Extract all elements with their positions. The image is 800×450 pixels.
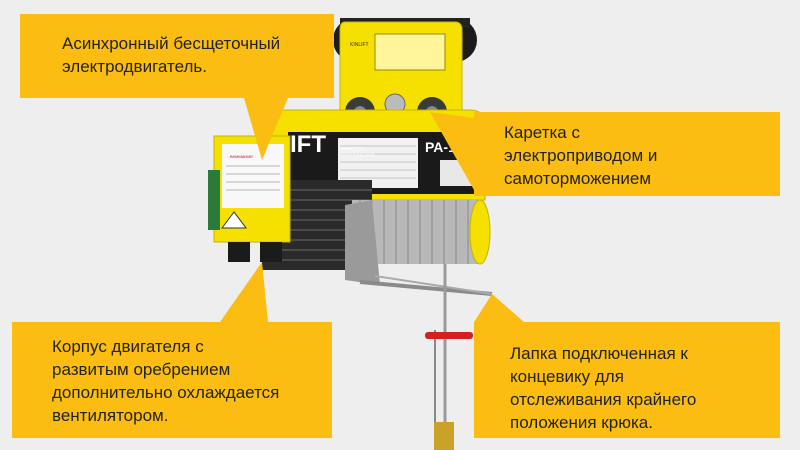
svg-text:KINLIFT: KINLIFT — [350, 42, 369, 48]
callout-carriage-line-2: электроприводом и — [504, 146, 658, 165]
callout-limit-line-2: концевику для — [510, 367, 624, 386]
callout-housing-line-2: развитым оребрением — [52, 360, 231, 379]
limit-lever — [359, 275, 493, 296]
callout-housing-line-3: дополнительно охлаждается — [52, 383, 280, 402]
callout-housing: Корпус двигателя с развитым оребрением д… — [12, 322, 332, 438]
callout-carriage-line-3: самоторможением — [504, 169, 652, 188]
cable-drum — [345, 199, 491, 285]
subtitle-line-1: МИНИ-ТАЛЬ — [340, 146, 364, 151]
callout-carriage-line-1: Каретка с — [504, 123, 580, 142]
hook-assembly — [425, 264, 473, 450]
callout-motor-line-1: Асинхронный бесщеточный — [62, 34, 281, 53]
control-box: ВНИМАНИЕ — [208, 135, 291, 262]
brand-label: IFT — [290, 131, 326, 158]
callout-limit-line-3: отслеживания крайнего — [510, 390, 697, 409]
subtitle-line-2: ЭЛЕКТРИЧЕСКАЯ — [340, 152, 375, 157]
svg-text:ВНИМАНИЕ: ВНИМАНИЕ — [230, 154, 253, 159]
trolley-plate: KINLIFT — [339, 21, 463, 127]
callout-limit-line-4: положения крюка. — [510, 413, 653, 432]
model-label: PA-1200 — [425, 139, 479, 155]
callout-limit: Лапка подключенная к концевику для отсле… — [474, 322, 780, 438]
callout-motor-line-2: электродвигатель. — [62, 57, 207, 76]
callout-housing-line-4: вентилятором. — [52, 406, 169, 425]
callout-carriage: Каретка с электроприводом и самоторможен… — [474, 112, 780, 196]
callout-limit-line-1: Лапка подключенная к — [510, 344, 688, 363]
callout-motor: Асинхронный бесщеточный электродвигатель… — [20, 14, 334, 98]
callout-housing-line-1: Корпус двигателя с — [52, 337, 204, 356]
